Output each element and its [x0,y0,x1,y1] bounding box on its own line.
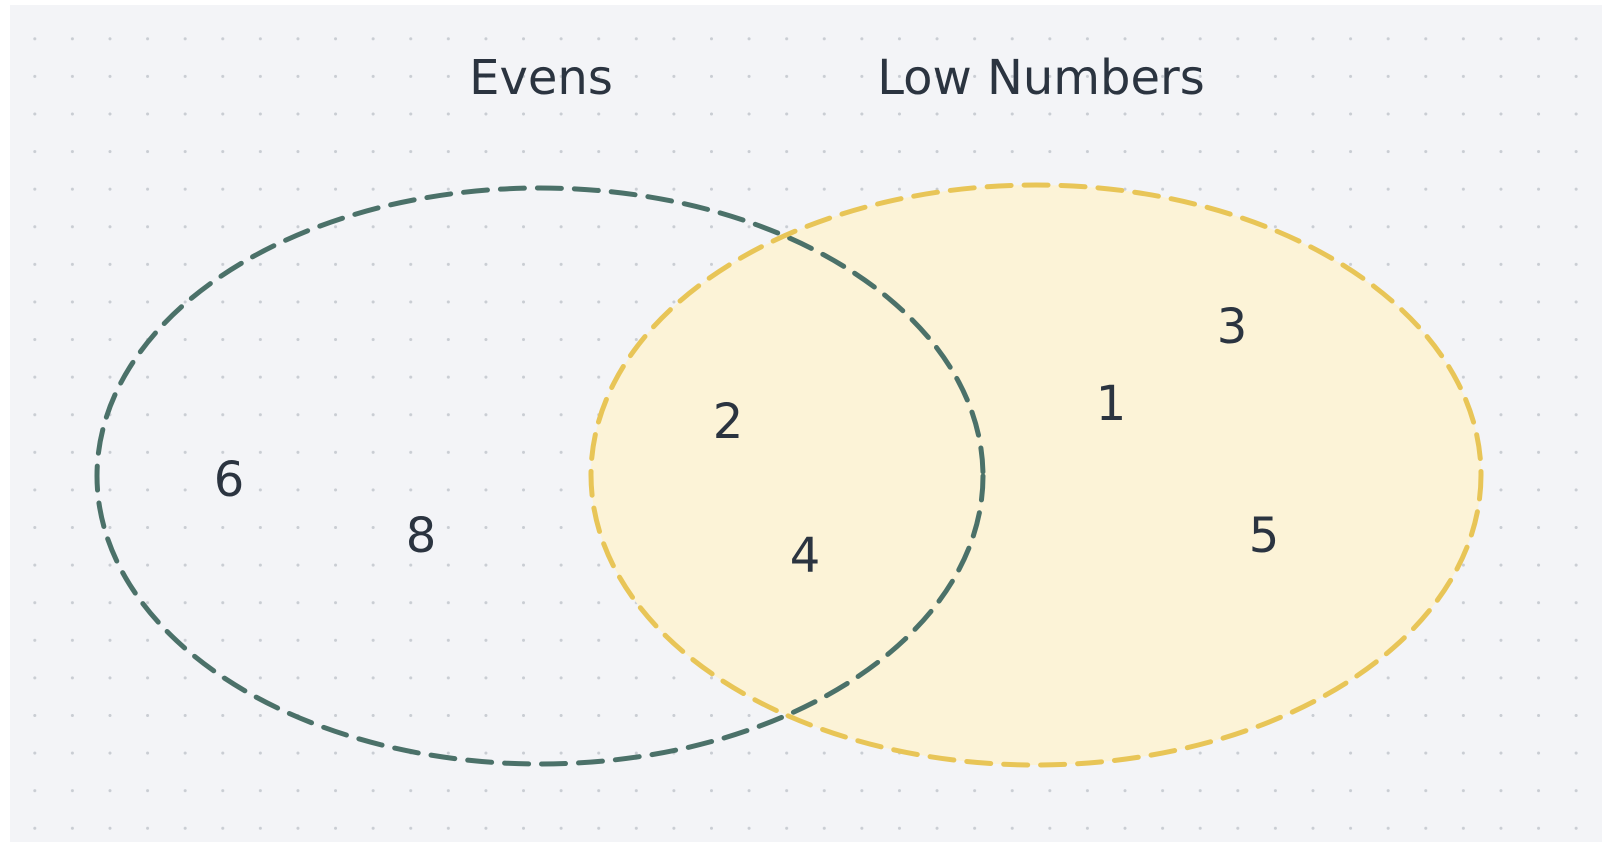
intersection-member: 4 [790,528,821,584]
low-numbers-title: Low Numbers [877,50,1205,106]
low-numbers-member: 1 [1096,376,1127,432]
evens-member: 6 [214,452,245,508]
evens-member: 8 [406,508,437,564]
low-numbers-set-fill [591,185,1481,765]
intersection-member: 2 [713,394,744,450]
low-numbers-set-circle [588,182,1484,768]
low-numbers-member: 3 [1217,299,1248,355]
evens-title: Evens [469,50,613,106]
low-numbers-member: 5 [1249,508,1280,564]
evens-set-circle [94,185,986,767]
